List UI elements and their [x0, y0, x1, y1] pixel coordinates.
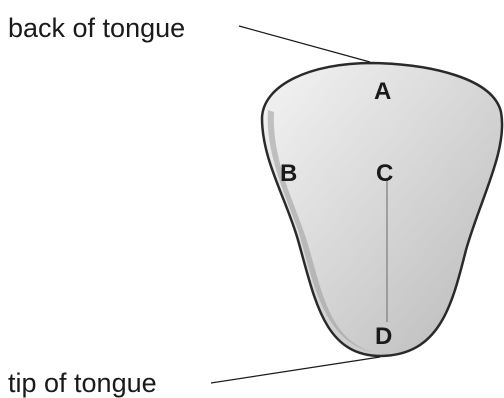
region-c-label: C — [376, 160, 393, 187]
tongue-shape — [260, 61, 504, 358]
tip-leader-line — [210, 356, 381, 384]
region-a-label: A — [374, 78, 391, 105]
back-of-tongue-label: back of tongue — [8, 13, 185, 43]
tip-of-tongue-label: tip of tongue — [8, 368, 157, 398]
region-d-label: D — [375, 323, 392, 350]
back-leader-line — [238, 25, 371, 63]
region-b-label: B — [280, 160, 297, 187]
